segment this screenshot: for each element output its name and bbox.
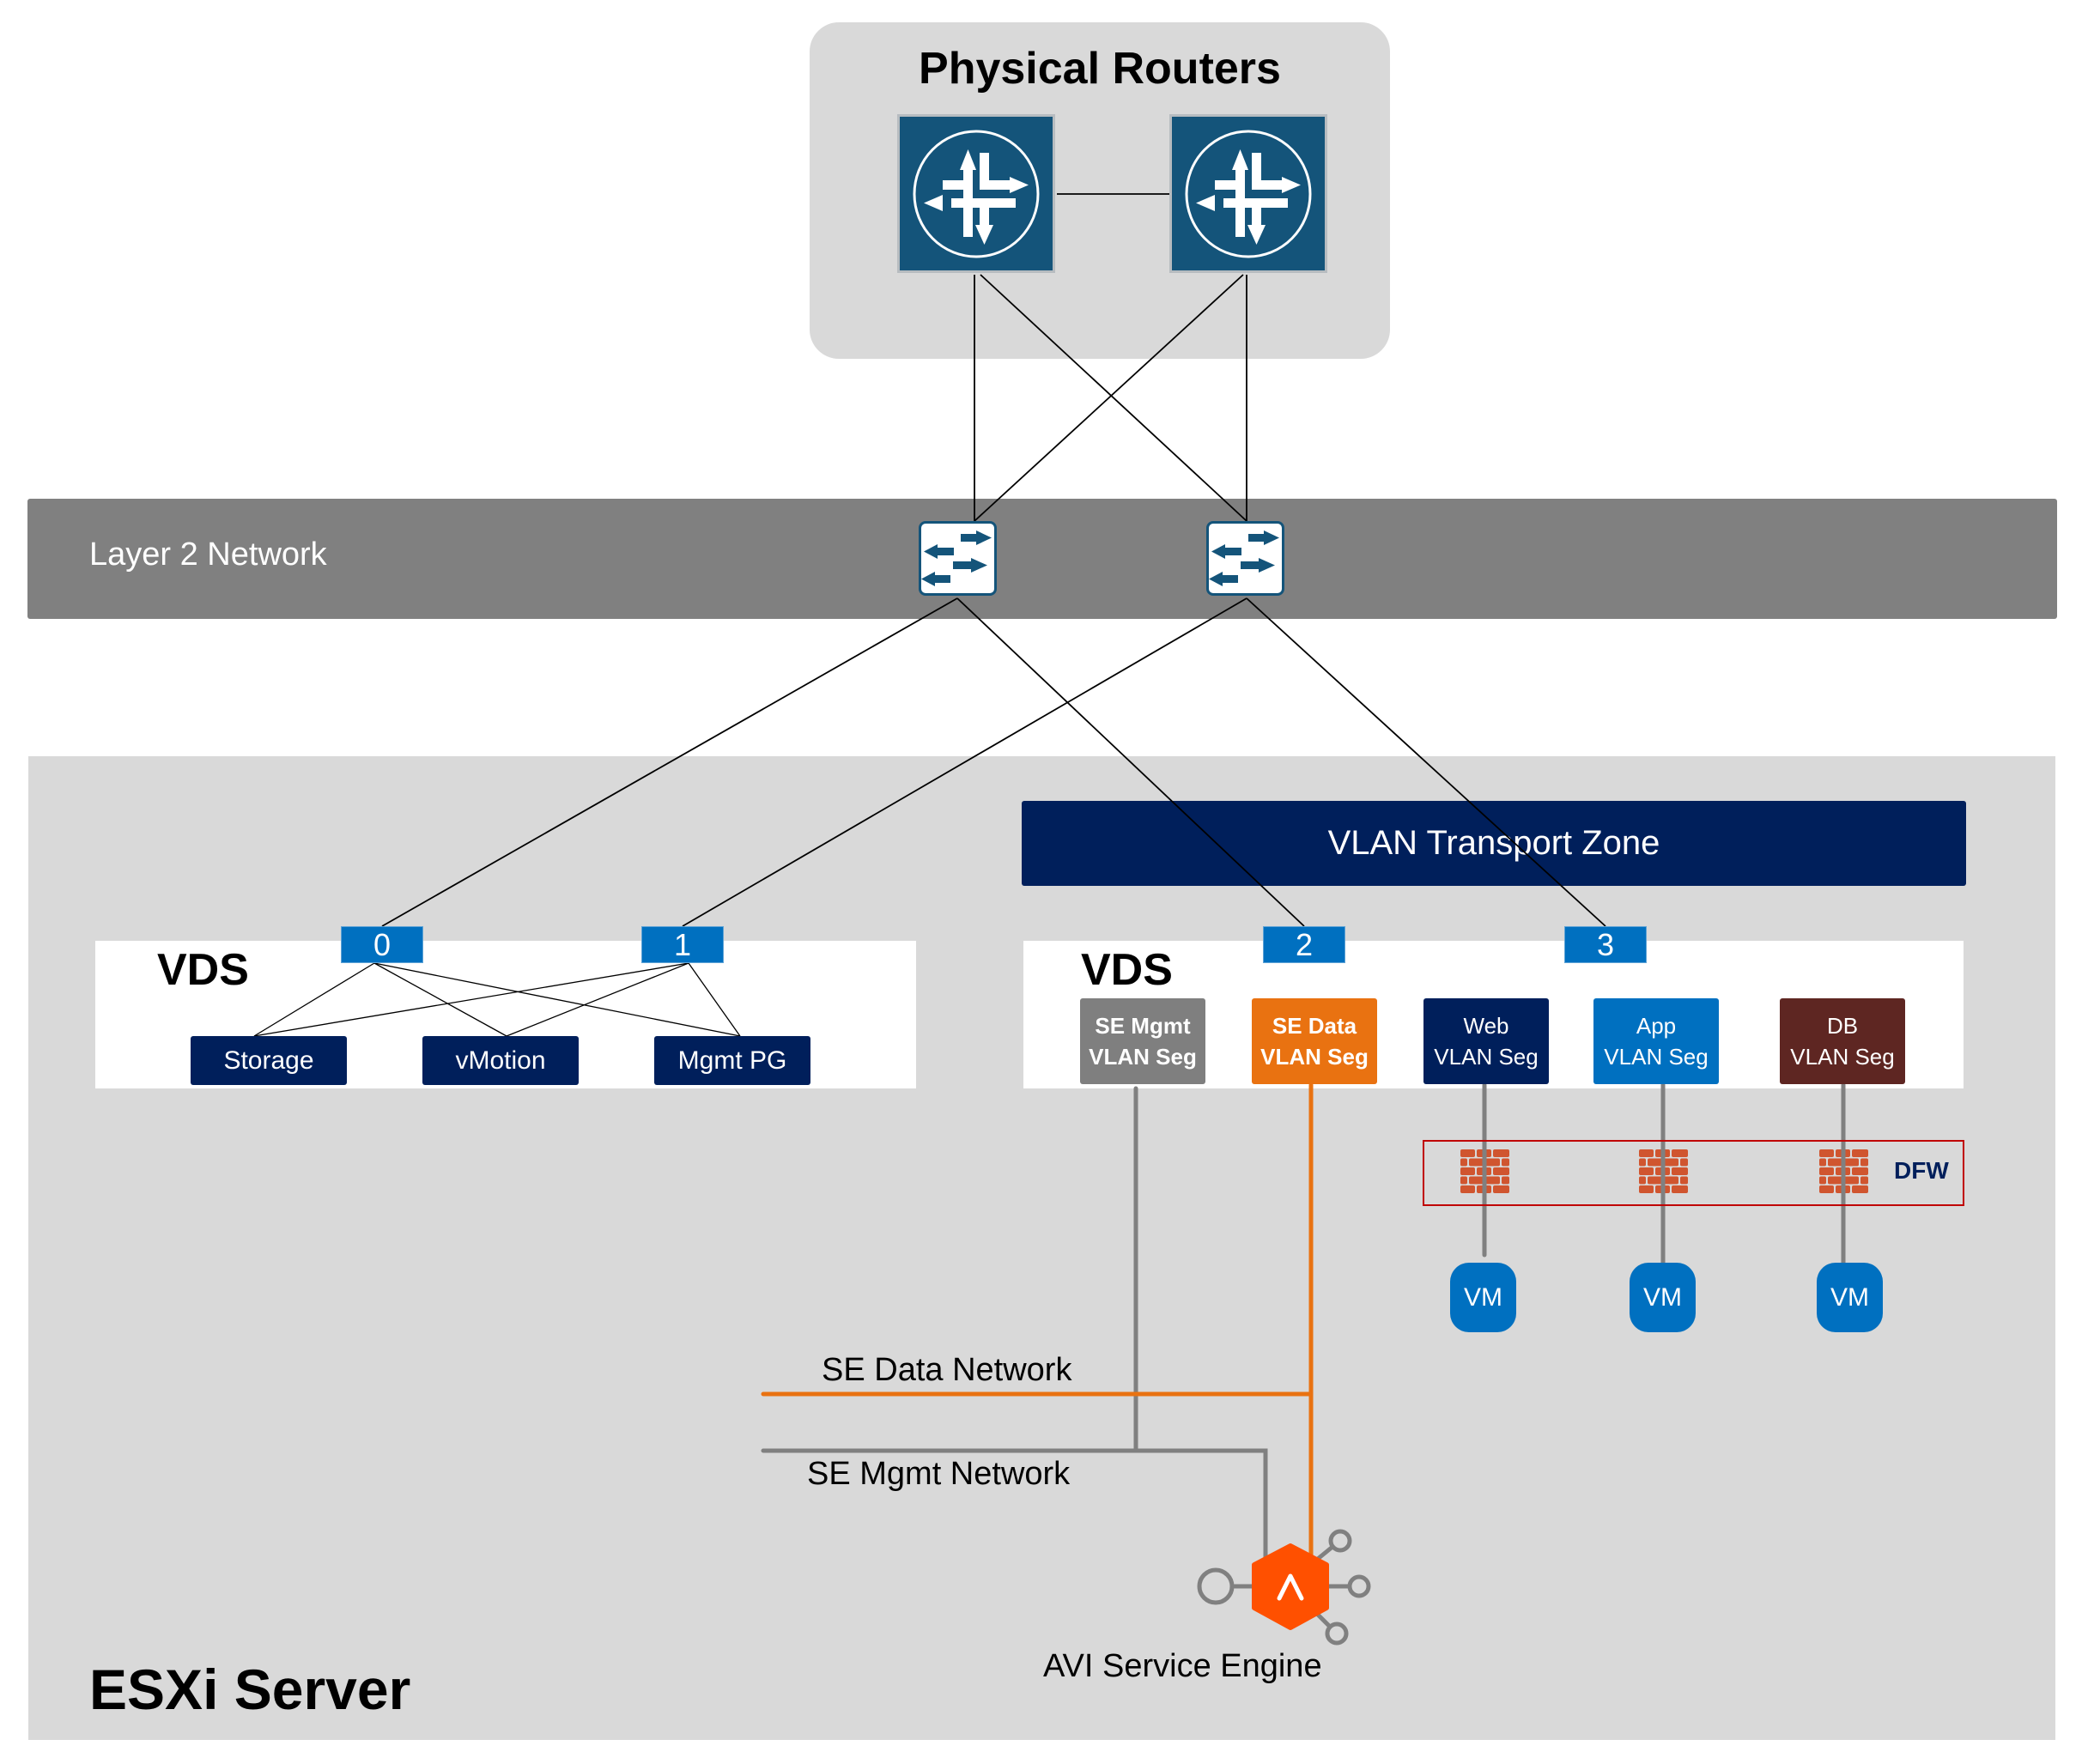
port-group-label: Mgmt PG (677, 1046, 787, 1075)
dfw-label: DFW (1894, 1157, 1949, 1184)
segment-name: DB (1826, 1013, 1859, 1039)
port-group-storage[interactable]: Storage (191, 1036, 347, 1085)
switch-1[interactable] (919, 521, 997, 596)
port-group-mgmt[interactable]: Mgmt PG (654, 1036, 810, 1085)
segment-type: VLAN Seg (1434, 1044, 1539, 1070)
vm-label: VM (1643, 1282, 1682, 1312)
uplink-port-label: 3 (1596, 926, 1615, 962)
layer2-network-label: Layer 2 Network (89, 536, 327, 573)
layer2-network-band (27, 499, 2057, 619)
router-icon (1185, 130, 1312, 258)
switch-icon (921, 530, 992, 586)
segment-app[interactable]: App VLAN Seg (1593, 998, 1719, 1084)
switch-2[interactable] (1206, 521, 1284, 596)
uplink-port-label: 1 (673, 926, 692, 962)
vds-right-label: VDS (1081, 945, 1173, 995)
router-2[interactable] (1169, 114, 1327, 273)
vm-label: VM (1830, 1282, 1869, 1312)
uplink-port-3[interactable]: 3 (1564, 926, 1647, 963)
segment-type: VLAN Seg (1260, 1044, 1369, 1070)
vm-db[interactable]: VM (1817, 1263, 1883, 1332)
segment-name: SE Data (1272, 1013, 1357, 1039)
segment-se-data[interactable]: SE Data VLAN Seg (1252, 998, 1377, 1084)
router-1[interactable] (897, 114, 1055, 273)
physical-routers-title: Physical Routers (919, 44, 1281, 94)
se-data-network-label: SE Data Network (822, 1352, 1072, 1388)
uplink-port-2[interactable]: 2 (1263, 926, 1345, 963)
segment-se-mgmt[interactable]: SE Mgmt VLAN Seg (1080, 998, 1205, 1084)
uplink-port-0[interactable]: 0 (341, 926, 423, 963)
vlan-transport-zone-label: VLAN Transport Zone (1327, 824, 1660, 862)
vds-left-label: VDS (157, 945, 249, 995)
port-group-vmotion[interactable]: vMotion (422, 1036, 579, 1085)
avi-service-engine-label: AVI Service Engine (1043, 1648, 1322, 1684)
dfw-box (1423, 1140, 1964, 1206)
se-mgmt-network-label: SE Mgmt Network (807, 1456, 1071, 1492)
segment-web[interactable]: Web VLAN Seg (1423, 998, 1549, 1084)
uplink-port-1[interactable]: 1 (641, 926, 724, 963)
vm-label: VM (1464, 1282, 1502, 1312)
switch-icon (1209, 530, 1279, 586)
port-group-label: Storage (223, 1046, 314, 1075)
segment-name: SE Mgmt (1095, 1013, 1191, 1039)
uplink-port-label: 2 (1295, 926, 1314, 962)
segment-name: Web (1463, 1013, 1509, 1039)
port-group-label: vMotion (455, 1046, 546, 1075)
segment-type: VLAN Seg (1604, 1044, 1709, 1070)
vlan-transport-zone: VLAN Transport Zone (1022, 801, 1966, 886)
esxi-server-label: ESXi Server (89, 1658, 411, 1721)
segment-name: App (1636, 1013, 1677, 1039)
vm-web[interactable]: VM (1450, 1263, 1516, 1332)
segment-db[interactable]: DB VLAN Seg (1780, 998, 1905, 1084)
esxi-server-box (28, 756, 2055, 1740)
segment-type: VLAN Seg (1089, 1044, 1197, 1070)
segment-type: VLAN Seg (1790, 1044, 1895, 1070)
router-icon (913, 130, 1040, 258)
vm-app[interactable]: VM (1630, 1263, 1696, 1332)
uplink-port-label: 0 (373, 926, 392, 962)
